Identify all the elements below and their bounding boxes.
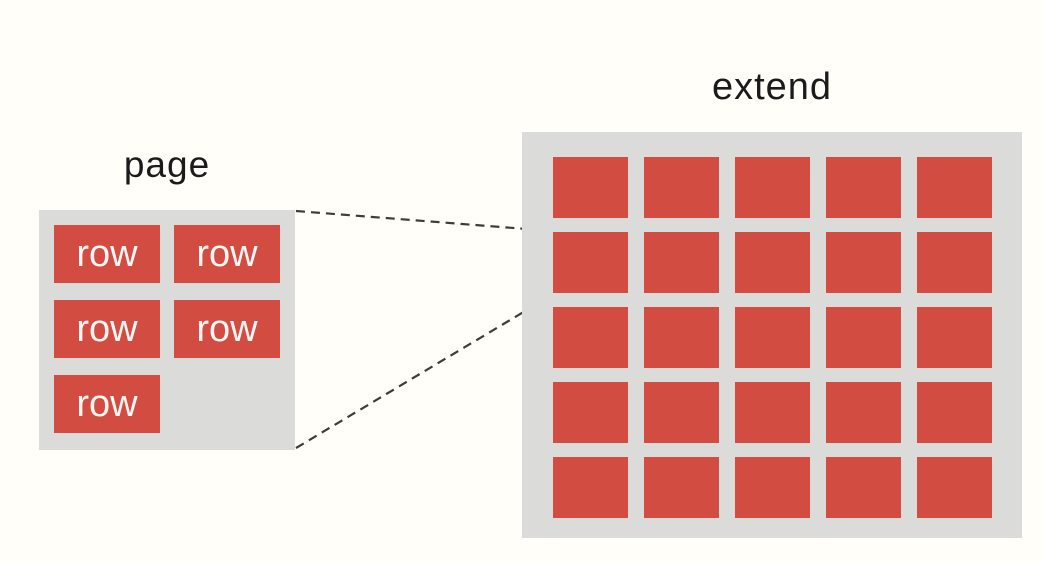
extend-grid-cell bbox=[826, 157, 901, 218]
page-title: page bbox=[123, 144, 211, 185]
extend-box bbox=[522, 132, 1022, 538]
extend-grid-cell bbox=[735, 382, 810, 443]
extend-grid-cell bbox=[826, 382, 901, 443]
extend-grid-cell bbox=[917, 157, 992, 218]
page-row-box: row bbox=[54, 300, 160, 358]
connector-line-top bbox=[295, 209, 553, 233]
extend-grid-cell bbox=[826, 307, 901, 368]
extend-grid-cell bbox=[735, 157, 810, 218]
connector-line-bottom bbox=[295, 291, 558, 449]
page-row-box: row bbox=[54, 375, 160, 433]
extend-grid-cell bbox=[735, 307, 810, 368]
extend-grid-cell bbox=[553, 382, 628, 443]
extend-grid-cell bbox=[735, 232, 810, 293]
extend-grid-cell bbox=[644, 157, 719, 218]
extend-grid-cell bbox=[826, 457, 901, 518]
extend-title: extend bbox=[711, 66, 833, 108]
extend-grid-cell bbox=[553, 232, 628, 293]
extend-grid-cell bbox=[917, 232, 992, 293]
extend-grid-cell bbox=[917, 382, 992, 443]
extend-grid-cell bbox=[644, 307, 719, 368]
extend-grid-cell bbox=[644, 232, 719, 293]
page-row-box: row bbox=[54, 225, 160, 283]
extend-grid-cell bbox=[917, 307, 992, 368]
extend-grid-cell bbox=[826, 232, 901, 293]
extend-grid-cell bbox=[735, 457, 810, 518]
page-row-box: row bbox=[174, 225, 280, 283]
extend-grid-cell bbox=[917, 457, 992, 518]
page-row-box: row bbox=[174, 300, 280, 358]
extend-grid-cell bbox=[553, 457, 628, 518]
extend-grid-cell bbox=[644, 382, 719, 443]
extend-grid-cell bbox=[553, 307, 628, 368]
extend-grid-cell bbox=[644, 457, 719, 518]
extend-grid-cell bbox=[553, 157, 628, 218]
